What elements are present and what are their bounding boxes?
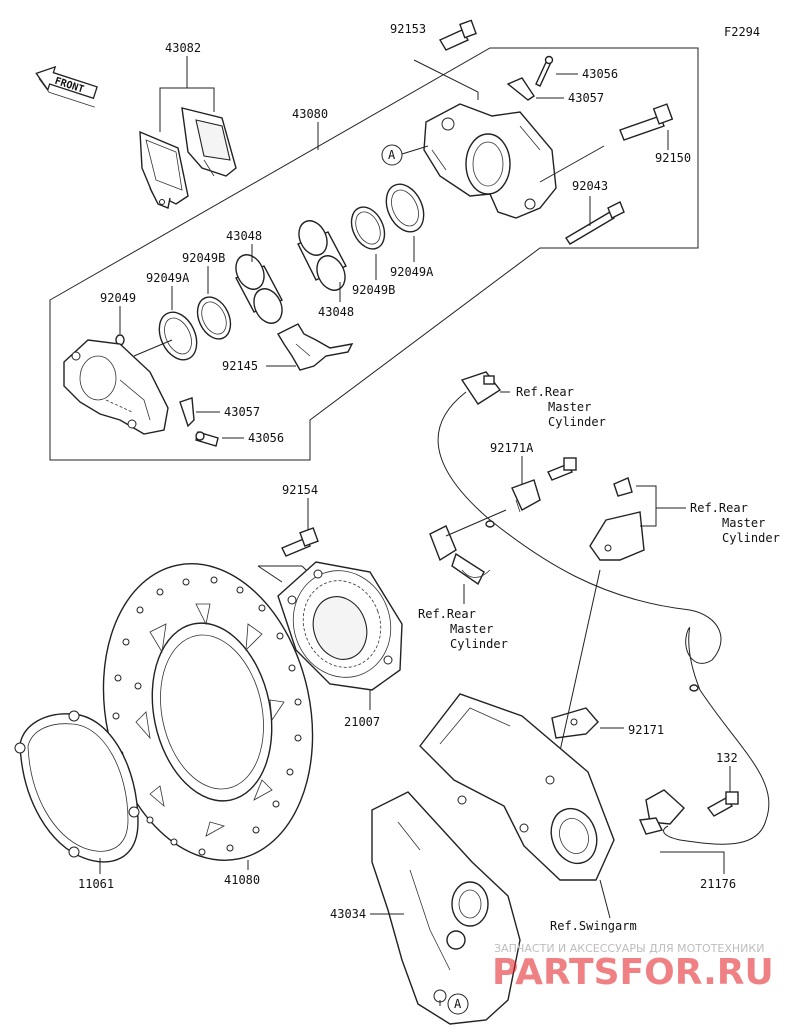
ref-rear-master-3-line3: Cylinder bbox=[722, 531, 780, 545]
ref-rear-master-1-line2: Master bbox=[548, 400, 591, 414]
pad-spring-92145 bbox=[277, 323, 354, 371]
caliper-bracket-43034 bbox=[371, 791, 521, 1025]
label-92043: 92043 bbox=[572, 179, 608, 193]
label-92049B-lower: 92049B bbox=[182, 251, 225, 265]
figure-code: F2294 bbox=[724, 25, 760, 39]
brake-pads bbox=[139, 107, 237, 209]
piston-43048-upper bbox=[297, 220, 347, 291]
label-41080: 41080 bbox=[224, 873, 260, 887]
seal-92049B-upper bbox=[350, 206, 386, 250]
label-92049A-upper: 92049A bbox=[390, 265, 434, 279]
ref-circle-a-top bbox=[381, 144, 403, 166]
bolt-92150 bbox=[619, 103, 674, 141]
label-21176: 21176 bbox=[700, 877, 736, 891]
label-92171A: 92171A bbox=[490, 441, 534, 455]
label-43056-top: 43056 bbox=[582, 67, 618, 81]
label-43080: 43080 bbox=[292, 107, 328, 121]
ref-a-bottom: A bbox=[454, 997, 462, 1011]
ref-a-top: A bbox=[388, 148, 396, 162]
caliper-body-bottom bbox=[63, 339, 169, 435]
ref-rear-master-2-line3: Cylinder bbox=[450, 637, 508, 651]
bracket-master-cylinder bbox=[589, 477, 645, 561]
bolt-92154 bbox=[281, 527, 319, 557]
bleeder-cap-top bbox=[506, 77, 535, 101]
ref-rear-master-1-line1: Ref.Rear bbox=[516, 385, 574, 399]
label-21007: 21007 bbox=[344, 715, 380, 729]
watermark: ЗАПЧАСТИ И АКСЕССУАРЫ ДЛЯ МОТОТЕХНИКИ PA… bbox=[492, 942, 774, 993]
abs-sensor-21176 bbox=[437, 371, 770, 845]
label-132: 132 bbox=[716, 751, 738, 765]
label-92145: 92145 bbox=[222, 359, 258, 373]
label-92049A-lower: 92049A bbox=[146, 271, 190, 285]
label-92171: 92171 bbox=[628, 723, 664, 737]
seal-92049B-lower bbox=[196, 296, 232, 340]
ref-rear-master-1-line3: Cylinder bbox=[548, 415, 606, 429]
label-92049B-upper: 92049B bbox=[352, 283, 395, 297]
label-43056-bottom: 43056 bbox=[248, 431, 284, 445]
gasket-11061 bbox=[14, 710, 140, 863]
ref-rear-master-3-line1: Ref.Rear bbox=[690, 501, 748, 515]
clamp-92171 bbox=[551, 707, 599, 739]
label-43048-lower: 43048 bbox=[226, 229, 262, 243]
front-arrow-icon: FRONT bbox=[35, 65, 98, 108]
caliper-assembly-lower bbox=[419, 693, 615, 881]
bolt-132 bbox=[706, 791, 739, 817]
pin-92043 bbox=[565, 201, 625, 245]
bolt-92153 bbox=[438, 19, 477, 51]
caliper-kit-outline bbox=[49, 47, 699, 461]
bleeder-valve-top bbox=[535, 55, 554, 87]
clamp-92171A bbox=[511, 457, 577, 513]
piston-43048-lower bbox=[235, 254, 283, 324]
seal-92049A-lower bbox=[158, 311, 198, 361]
label-43048-upper: 43048 bbox=[318, 305, 354, 319]
ref-rear-master-3-line2: Master bbox=[722, 516, 765, 530]
ref-rear-master-2-line1: Ref.Rear bbox=[418, 607, 476, 621]
label-43034: 43034 bbox=[330, 907, 366, 921]
label-43057-bottom: 43057 bbox=[224, 405, 260, 419]
ref-swingarm: Ref.Swingarm bbox=[550, 919, 637, 933]
bleeder-cap-bottom bbox=[179, 397, 195, 428]
seal-92049A-upper bbox=[385, 183, 425, 233]
label-92150: 92150 bbox=[655, 151, 691, 165]
label-92049: 92049 bbox=[100, 291, 136, 305]
bleeder-valve-bottom bbox=[195, 431, 219, 447]
label-92154: 92154 bbox=[282, 483, 318, 497]
label-43082: 43082 bbox=[165, 41, 201, 55]
watermark-brand: PARTSFOR.RU bbox=[492, 952, 774, 993]
hose-fitting bbox=[429, 525, 491, 586]
ref-circle-a-bottom bbox=[447, 993, 469, 1015]
label-92153: 92153 bbox=[390, 22, 426, 36]
watermark-tagline: ЗАПЧАСТИ И АКСЕССУАРЫ ДЛЯ МОТОТЕХНИКИ bbox=[494, 942, 764, 955]
caliper-body-top bbox=[423, 103, 557, 219]
label-11061: 11061 bbox=[78, 877, 114, 891]
label-43057-top: 43057 bbox=[568, 91, 604, 105]
ref-rear-master-2-line2: Master bbox=[450, 622, 493, 636]
abs-sensor-rotor-21007 bbox=[277, 561, 403, 691]
